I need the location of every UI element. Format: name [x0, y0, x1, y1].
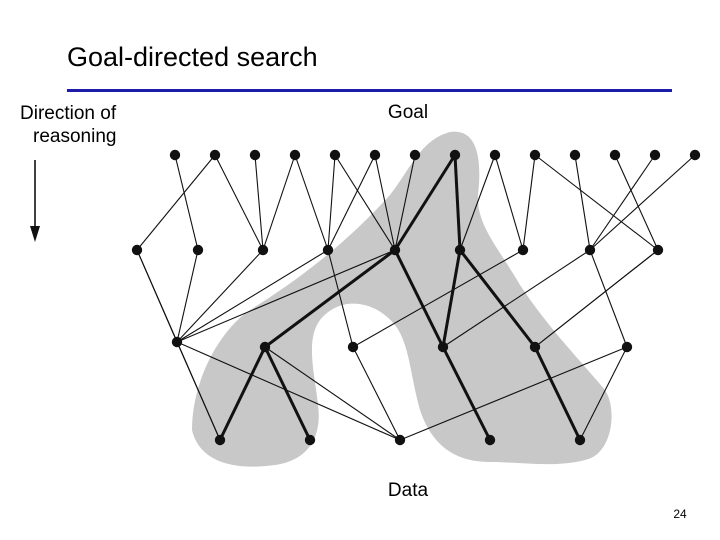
search-edge [589, 154, 696, 251]
search-edge [176, 249, 264, 343]
search-edge [327, 249, 354, 348]
goal-node [569, 149, 581, 161]
search-edge [176, 249, 199, 343]
data-node [574, 434, 586, 446]
intermediate-node [322, 244, 334, 256]
goal-node [529, 149, 541, 161]
intermediate-node [652, 244, 664, 256]
search-edge [574, 154, 591, 251]
search-edge [176, 341, 221, 441]
search-edge [459, 154, 496, 251]
goal-node [169, 149, 181, 161]
search-edge [522, 154, 536, 251]
goal-node [209, 149, 221, 161]
search-edge [442, 249, 591, 348]
selected-path-edge [441, 249, 462, 348]
data-node [214, 434, 226, 446]
selected-path-edge [393, 154, 457, 251]
goal-node [409, 149, 421, 161]
direction-label-line1: Direction of [20, 103, 117, 124]
goal-node [249, 149, 261, 161]
search-edge [589, 249, 628, 348]
data-label: Data [388, 480, 429, 501]
goal-node [449, 149, 461, 161]
search-edge [394, 154, 416, 251]
goal-node [609, 149, 621, 161]
selected-path-edge [453, 154, 462, 251]
search-edge [534, 154, 659, 251]
direction-label-line2: reasoning [33, 126, 116, 147]
search-edge [334, 154, 396, 251]
selected-path-edge [263, 346, 312, 441]
goal-node [329, 149, 341, 161]
intermediate-node [259, 341, 271, 353]
search-edge [176, 249, 396, 343]
search-region-highlight [192, 131, 612, 467]
search-edge [136, 154, 216, 251]
search-edge [174, 154, 199, 251]
data-node [304, 434, 316, 446]
selected-path-edge [458, 249, 537, 348]
data-node [394, 434, 406, 446]
intermediate-node [584, 244, 596, 256]
goal-node [289, 149, 301, 161]
slide-number: 24 [673, 507, 687, 521]
intermediate-node [131, 244, 143, 256]
search-edge [534, 249, 659, 348]
intermediate-node [257, 244, 269, 256]
search-edge [264, 346, 401, 441]
selected-path-edges [218, 154, 582, 441]
search-edge [614, 154, 659, 251]
selected-path-edge [441, 346, 492, 441]
goal-node [689, 149, 701, 161]
search-edge [294, 154, 329, 251]
selected-path-edge [393, 249, 445, 348]
intermediate-node [389, 244, 401, 256]
goal-node [649, 149, 661, 161]
intermediate-node [621, 341, 633, 353]
direction-arrow-icon [30, 160, 40, 242]
search-edge [327, 154, 376, 251]
intermediate-node [437, 341, 449, 353]
search-edge [399, 346, 628, 441]
search-edge [176, 341, 401, 441]
intermediate-node [517, 244, 529, 256]
search-edge [254, 154, 264, 251]
slide-title: Goal-directed search [67, 42, 318, 72]
selected-path-edge [218, 346, 267, 441]
graph-nodes [131, 149, 701, 446]
search-edge [214, 154, 264, 251]
intermediate-node [171, 336, 183, 348]
search-edge [494, 154, 524, 251]
data-node [484, 434, 496, 446]
selected-path-edge [533, 346, 582, 441]
search-edge [352, 346, 401, 441]
selected-path-edge [264, 248, 396, 349]
search-edge [327, 154, 336, 251]
goal-node [489, 149, 501, 161]
search-edge [589, 154, 656, 251]
title-underline [67, 89, 672, 92]
goal-node [369, 149, 381, 161]
intermediate-node [454, 244, 466, 256]
intermediate-node [347, 341, 359, 353]
search-edge [579, 346, 628, 441]
search-edge [176, 249, 329, 343]
goal-label: Goal [388, 102, 428, 123]
search-edge [374, 154, 396, 251]
intermediate-node [529, 341, 541, 353]
search-edge [352, 249, 524, 348]
search-edge [262, 154, 296, 251]
intermediate-node [192, 244, 204, 256]
